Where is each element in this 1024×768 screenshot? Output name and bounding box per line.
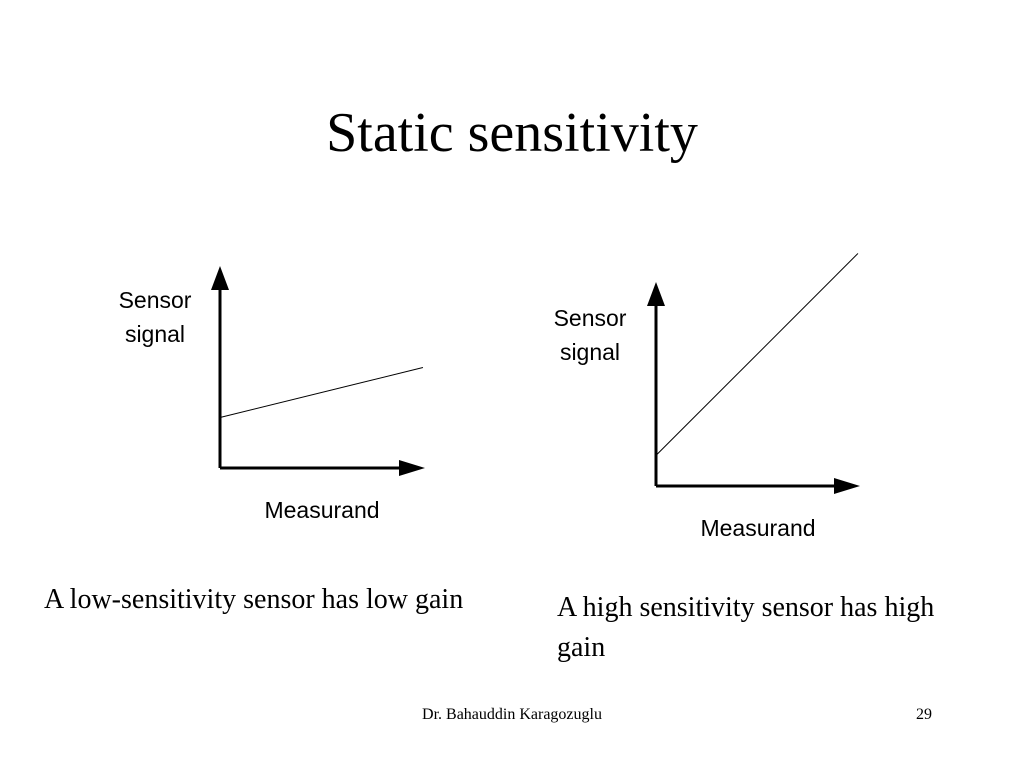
high-sensitivity-caption: A high sensitivity sensor has high gain [557,592,935,663]
y-axis-label-line1: Sensor [119,287,192,313]
x-axis-arrowhead [834,478,860,494]
slide-title: Static sensitivity [326,102,698,164]
x-axis-label: Measurand [264,497,379,523]
footer-author: Dr. Bahauddin Karagozuglu [422,706,602,723]
low-sensitivity-graph: Sensor signal Measurand [119,266,425,523]
high-sensitivity-graph: Sensor signal Measurand [554,253,860,541]
x-axis-arrowhead [399,460,425,476]
y-axis-label-line1: Sensor [554,305,627,331]
y-axis-label-line2: signal [125,321,185,347]
y-axis-label-line2: signal [560,339,620,365]
sensitivity-line [655,253,859,456]
page-number: 29 [916,706,932,723]
y-axis-arrowhead [211,266,229,290]
y-axis-arrowhead [647,282,665,306]
sensitivity-line [219,367,424,418]
x-axis-label: Measurand [700,515,815,541]
low-sensitivity-caption: A low-sensitivity sensor has low gain [44,584,464,615]
